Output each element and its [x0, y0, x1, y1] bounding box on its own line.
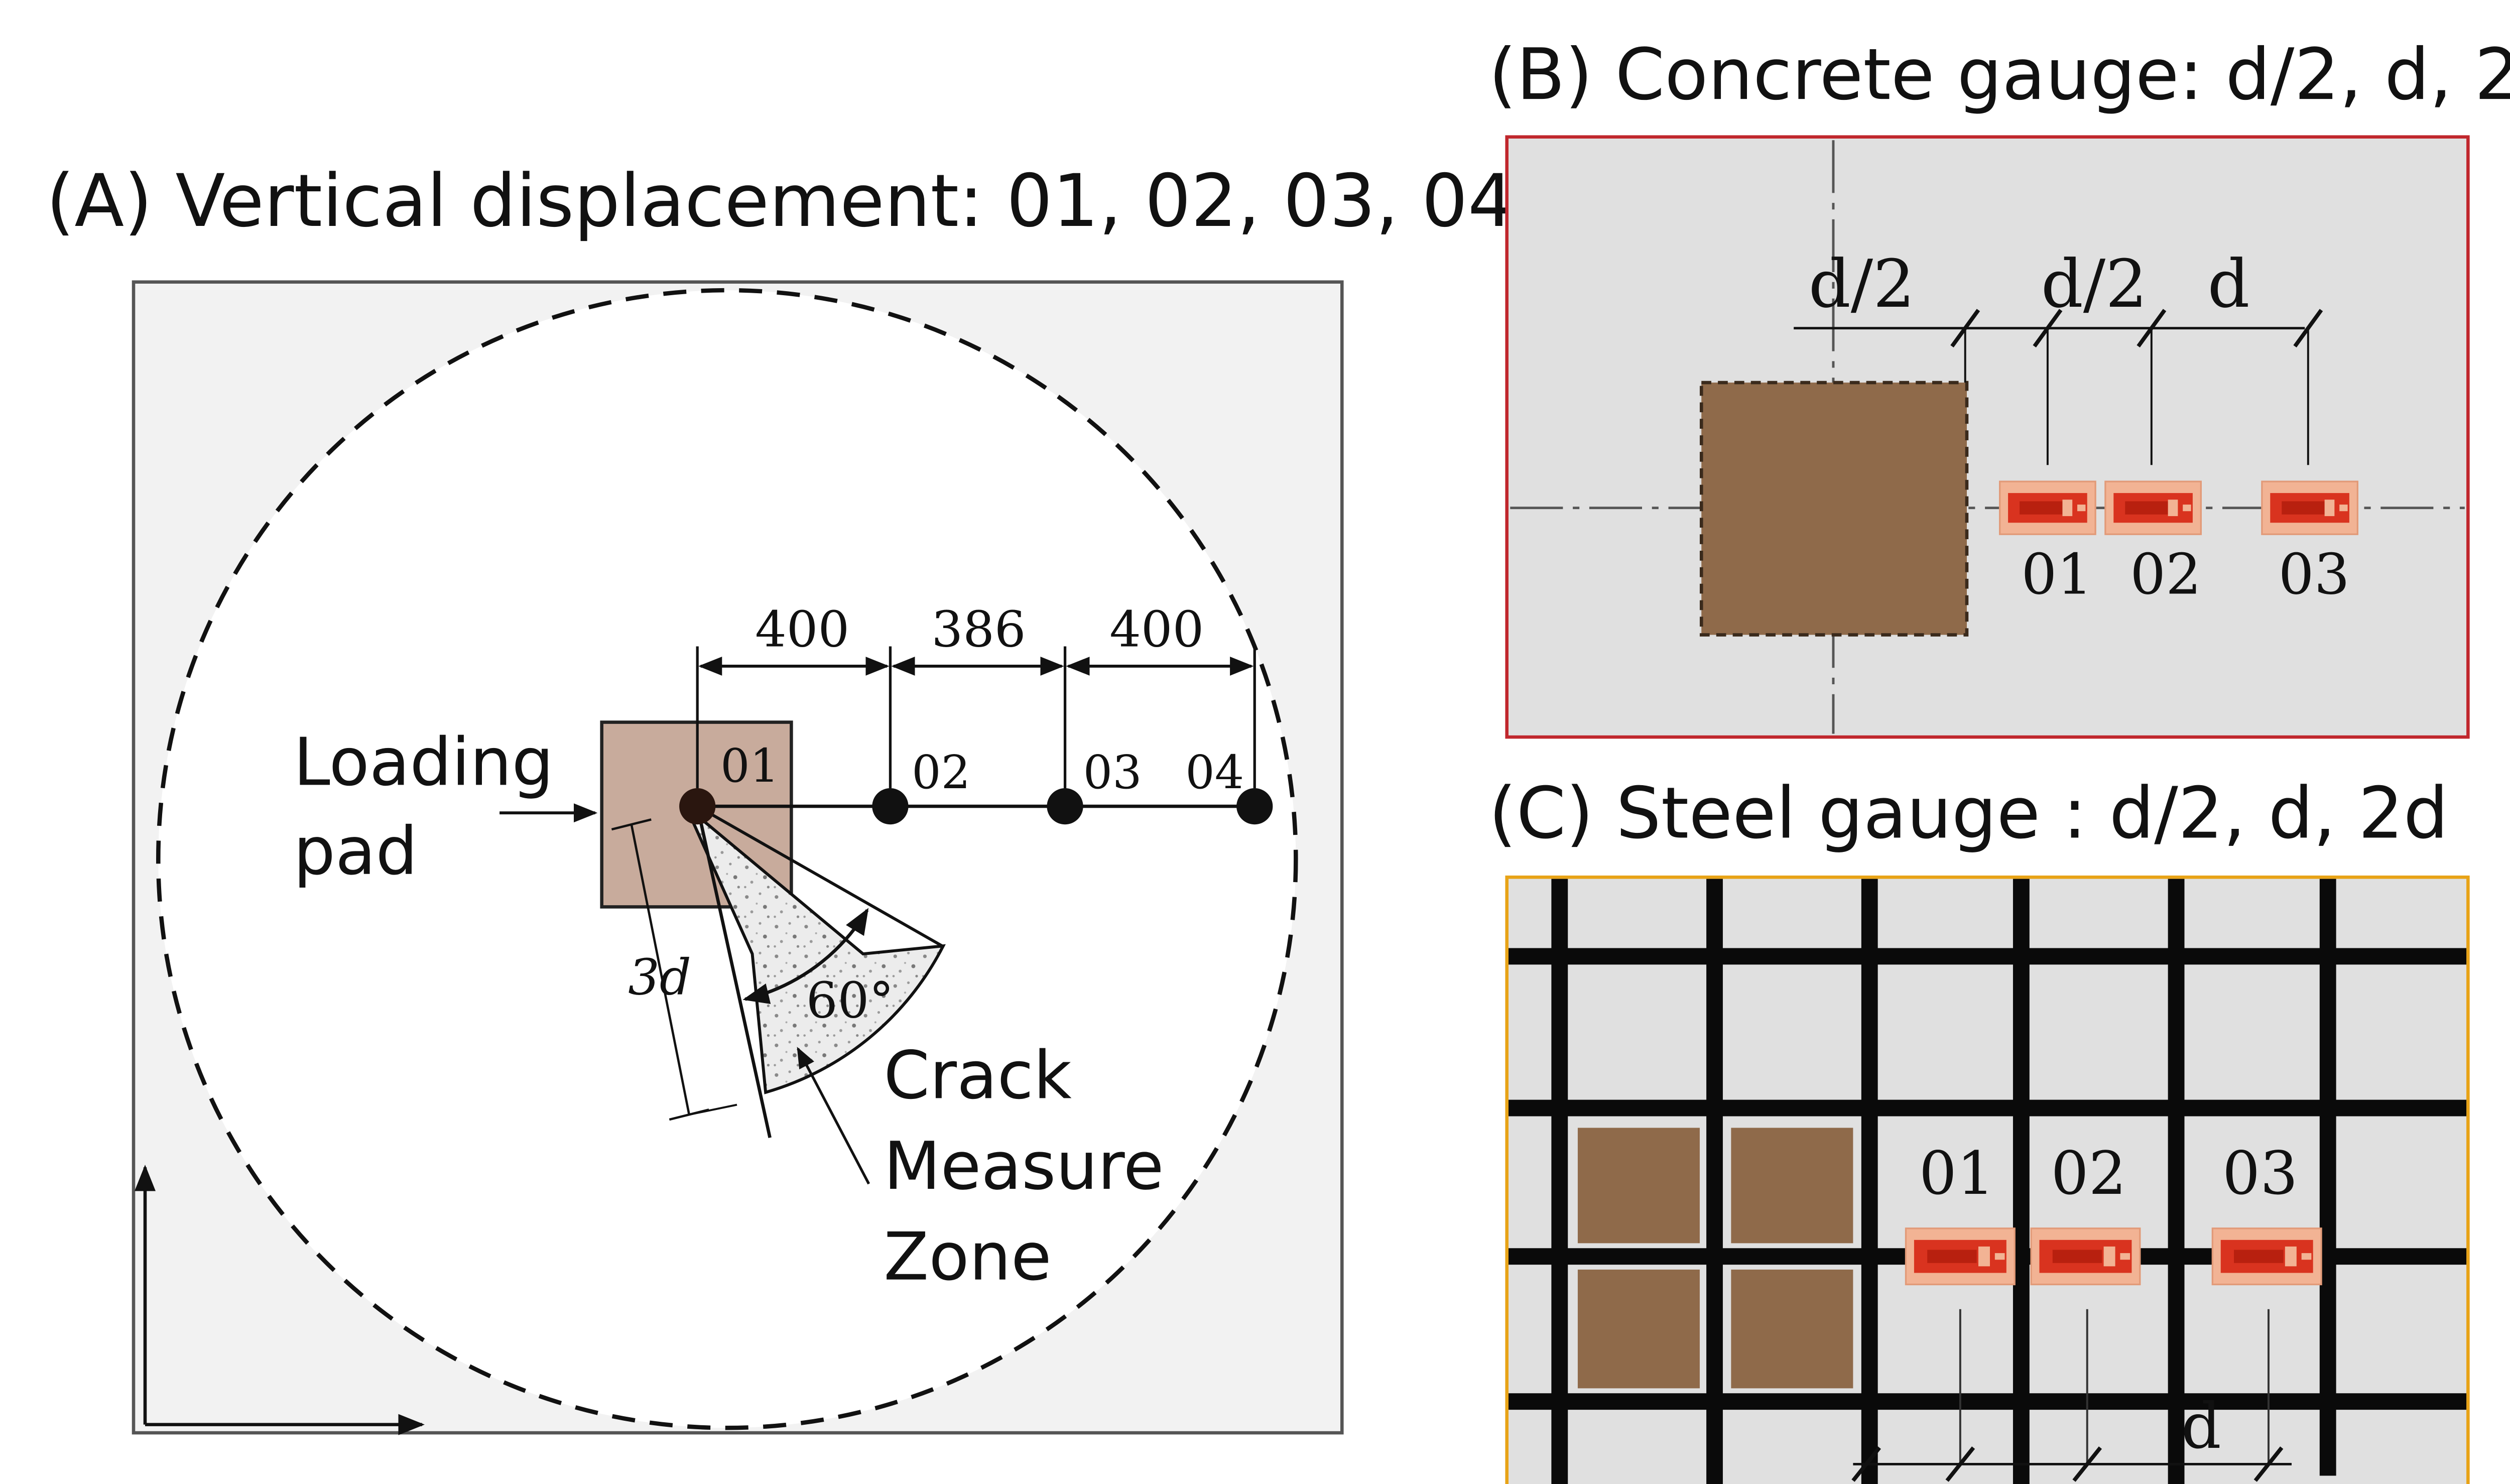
panel-b-title: (B) Concrete gauge: d/2, d, 2d — [1489, 34, 2510, 116]
panel-b: (B) Concrete gauge: d/2, d, 2d d/2 d/2 d… — [1489, 34, 2510, 739]
dim-tick-c-2 — [1945, 1446, 1975, 1482]
concrete-gauge-02 — [2104, 480, 2202, 535]
angle-label: 60° — [806, 972, 894, 1029]
spacing-label-3: 400 — [1109, 601, 1204, 659]
dim-3d-line — [630, 824, 691, 1115]
crack-label-line1: Crack — [884, 1037, 1072, 1114]
dim-label-b-3: d — [2207, 245, 2249, 322]
panel-a: (A) Vertical displacement: 01, 02, 03, 0… — [46, 159, 1514, 1435]
point-label-03: 03 — [1083, 746, 1142, 799]
steel-gauge-label-01: 01 — [1919, 1139, 1994, 1208]
dim-label-c: d — [2181, 1390, 2221, 1463]
crack-zone-leader — [797, 1047, 870, 1185]
spacing-label-1: 400 — [755, 601, 849, 659]
spacing-label-2: 386 — [932, 601, 1026, 659]
concrete-gauge-label-01: 01 — [2021, 542, 2092, 607]
measure-point-03 — [1047, 788, 1083, 825]
dim-tick-c-1 — [1851, 1446, 1881, 1482]
loading-pad-label-line1: Loading — [294, 723, 554, 800]
steel-gauge-03 — [2211, 1227, 2322, 1286]
steel-gauge-label-03: 03 — [2222, 1139, 2298, 1208]
dim-label-b-2: d/2 — [2041, 245, 2148, 322]
measure-point-04 — [1236, 788, 1273, 825]
point-label-04: 04 — [1185, 746, 1244, 799]
dim-tick-c-4 — [2253, 1446, 2284, 1482]
steel-gauge-02 — [2030, 1227, 2141, 1286]
concrete-gauge-03 — [2261, 480, 2358, 535]
loading-pad-label-line2: pad — [294, 813, 418, 890]
dim-3d-label: 3d — [628, 949, 691, 1006]
steel-pad-block-2 — [1731, 1128, 1853, 1244]
steel-gauge-label-02: 02 — [2051, 1139, 2126, 1208]
steel-pad-block-1 — [1577, 1128, 1700, 1244]
dim-tick-c-3 — [2072, 1446, 2102, 1482]
crack-zone-ray-upper — [696, 805, 944, 948]
measure-point-02 — [872, 788, 909, 825]
dim-label-b-1: d/2 — [1809, 245, 1915, 322]
panel-a-title: (A) Vertical displacement: 01, 02, 03, 0… — [46, 159, 1514, 243]
panel-b-frame — [1505, 135, 2470, 739]
steel-gauge-01 — [1905, 1227, 2016, 1286]
measure-point-01 — [679, 788, 716, 825]
dim-3d-ext — [689, 1103, 737, 1116]
crack-zone-ray-lower — [695, 806, 772, 1138]
point-label-02: 02 — [912, 746, 970, 799]
crack-label-line2: Measure — [884, 1128, 1164, 1204]
crack-label-line3: Zone — [884, 1218, 1051, 1295]
dim-3d-tick-top — [611, 818, 652, 831]
panel-c-title: (C) Steel gauge : d/2, d, 2d — [1489, 772, 2449, 854]
concrete-gauge-label-03: 03 — [2279, 542, 2350, 607]
steel-pad-block-4 — [1731, 1269, 1853, 1389]
concrete-gauge-01 — [1999, 480, 2096, 535]
concrete-loading-pad — [1699, 381, 1969, 637]
angle-arc — [742, 908, 869, 1004]
steel-pad-block-3 — [1577, 1269, 1700, 1389]
concrete-gauge-label-02: 02 — [2130, 542, 2201, 607]
point-label-01: 01 — [720, 739, 779, 793]
panel-c: (C) Steel gauge : d/2, d, 2d 01 02 03 — [1489, 772, 2470, 1484]
